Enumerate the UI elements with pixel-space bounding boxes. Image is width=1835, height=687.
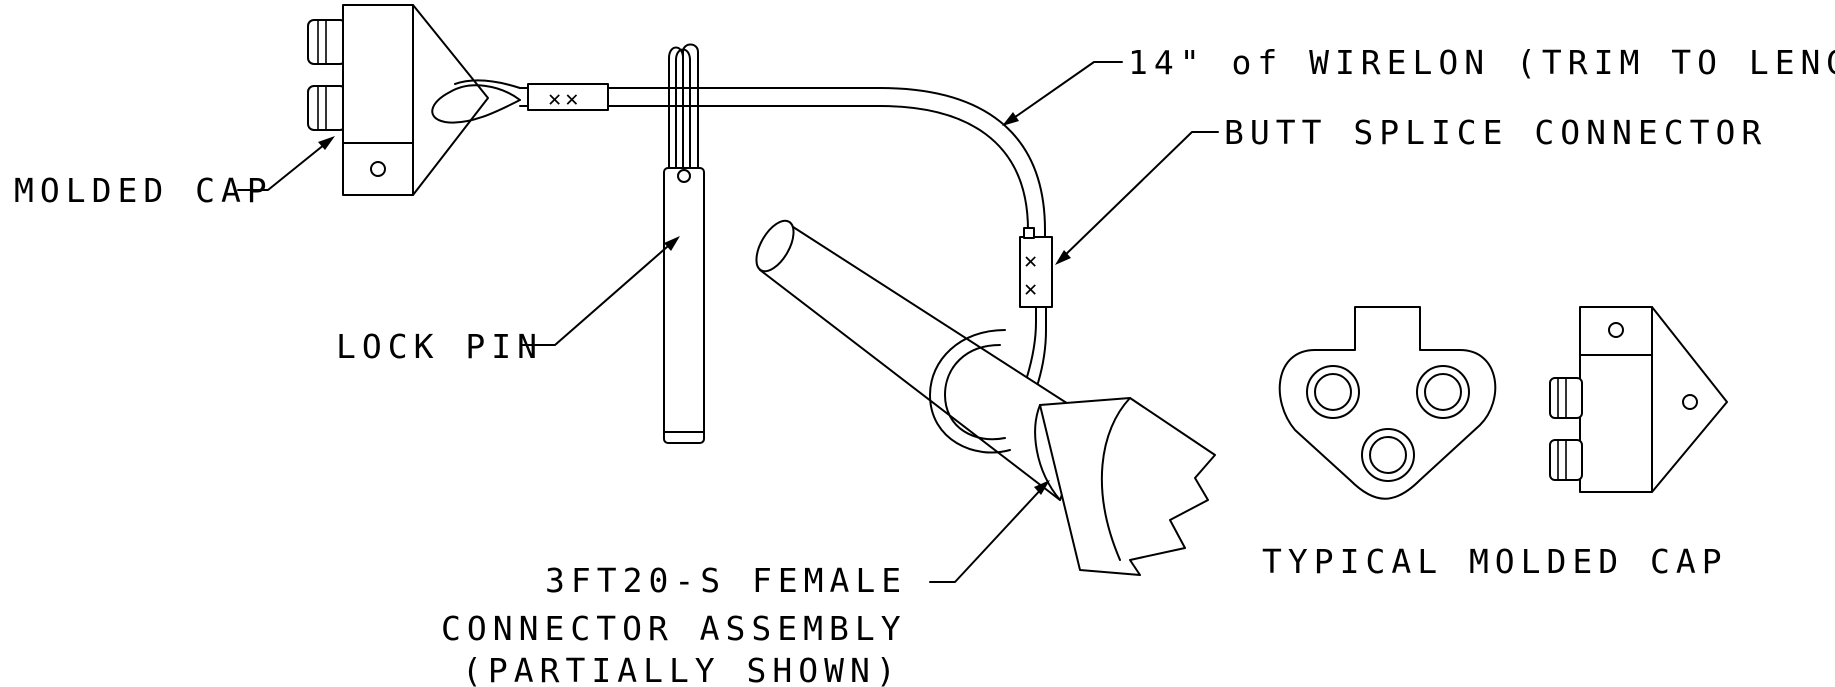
cap-pin-bottom [307,85,347,131]
side-pin-top [1549,377,1583,419]
label-lock-pin: LOCK PIN [336,327,543,366]
butt-splice-mark-bottom: ✕ [1024,277,1037,302]
splice-sleeve-left: ✕✕ [527,83,609,112]
splice-mark-left: ✕✕ [548,87,583,112]
label-female-connector-line2: CONNECTOR ASSEMBLY [441,609,907,648]
leader-butt-splice [1055,131,1219,265]
typical-cap-front [1278,306,1497,500]
cap-pin-top [307,19,347,65]
side-pin-bottom [1549,439,1583,481]
wire-loop [431,84,521,124]
label-butt-splice: BUTT SPLICE CONNECTOR [1224,113,1767,152]
label-female-connector-line3: (PARTIALLY SHOWN) [462,651,902,687]
leader-molded-cap [237,136,335,191]
leader-wirelon [1002,61,1123,126]
butt-splice-mark-top: ✕ [1024,249,1037,274]
female-connector [755,219,1216,576]
wirelon-wire [519,87,1046,239]
label-wirelon: 14" of WIRELON (TRIM TO LENGTH). [1128,43,1835,82]
lock-pin [663,43,705,444]
butt-splice-connector: ✕ ✕ [1019,227,1053,308]
label-molded-cap: MOLDED CAP [14,171,273,210]
molded-cap-left [307,4,489,196]
label-female-connector-line1: 3FT20-S FEMALE [545,561,907,600]
leader-female-connector [929,480,1050,583]
cap-hole [370,161,386,177]
label-typical-molded-cap: TYPICAL MOLDED CAP [1262,542,1728,581]
typical-cap-side [1549,306,1728,493]
leader-lock-pin [521,236,680,346]
